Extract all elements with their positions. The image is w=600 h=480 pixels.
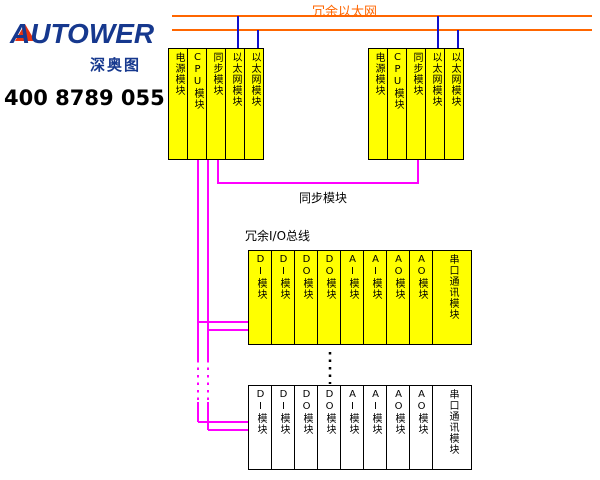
io-rack-top: DI模块 DI模块 DO模块 DO模块 AI模块 AI模块 AO模块 AO模块 … bbox=[248, 250, 472, 345]
module-serial-comm: 串口通讯模块 bbox=[432, 250, 472, 345]
module-label: 同步模块 bbox=[411, 52, 422, 96]
controller-rack-left: 电源模块 CPU模块 同步模块 以太网模块 以太网模块 bbox=[168, 48, 264, 160]
brand-subname: 深奥图 bbox=[90, 56, 142, 74]
module-label: 电源模块 bbox=[173, 52, 184, 96]
module-label: CPU模块 bbox=[192, 52, 203, 110]
module-label: DI模块 bbox=[255, 389, 266, 435]
module-label: 同步模块 bbox=[211, 52, 222, 96]
module-di-1: DI模块 bbox=[248, 385, 272, 470]
module-ai-2: AI模块 bbox=[363, 250, 387, 345]
module-serial-comm: 串口通讯模块 bbox=[432, 385, 472, 470]
autower-logo: AUTOWER 深奥图 bbox=[6, 10, 166, 80]
module-do-1: DO模块 bbox=[294, 250, 318, 345]
module-label: 以太网模块 bbox=[430, 52, 441, 107]
module-label: AI模块 bbox=[347, 389, 358, 435]
module-ao-2: AO模块 bbox=[409, 250, 433, 345]
label-redundant-io-bus: 冗余I/O总线 bbox=[245, 229, 311, 243]
module-cpu-right: CPU模块 bbox=[387, 48, 407, 160]
controller-rack-right: 电源模块 CPU模块 同步模块 以太网模块 以太网模块 bbox=[368, 48, 464, 160]
module-power-right: 电源模块 bbox=[368, 48, 388, 160]
module-label: AI模块 bbox=[370, 254, 381, 300]
module-ao-1: AO模块 bbox=[386, 250, 410, 345]
module-sync-left: 同步模块 bbox=[206, 48, 226, 160]
module-do-2: DO模块 bbox=[317, 385, 341, 470]
module-label: DO模块 bbox=[324, 389, 335, 435]
module-label: AO模块 bbox=[416, 254, 427, 300]
module-label: CPU模块 bbox=[392, 52, 403, 110]
module-ethernet-left-2: 以太网模块 bbox=[244, 48, 264, 160]
module-label: AO模块 bbox=[416, 389, 427, 435]
module-label: 串口通讯模块 bbox=[447, 254, 458, 320]
module-ai-1: AI模块 bbox=[340, 250, 364, 345]
module-label: 以太网模块 bbox=[449, 52, 460, 107]
phone-number: 400 8789 055 bbox=[4, 86, 165, 110]
module-label: AI模块 bbox=[347, 254, 358, 300]
module-ao-1: AO模块 bbox=[386, 385, 410, 470]
module-ethernet-left-1: 以太网模块 bbox=[225, 48, 245, 160]
sync-link-line bbox=[217, 160, 419, 184]
module-label: DI模块 bbox=[278, 389, 289, 435]
label-redundant-ethernet: 冗余以太网 bbox=[312, 5, 378, 20]
module-label: DO模块 bbox=[324, 254, 335, 300]
module-power-left: 电源模块 bbox=[168, 48, 188, 160]
module-label: DI模块 bbox=[278, 254, 289, 300]
logo-accent-triangle-icon bbox=[15, 24, 35, 41]
module-label: 串口通讯模块 bbox=[447, 389, 458, 455]
module-ethernet-right-1: 以太网模块 bbox=[425, 48, 445, 160]
module-label: DO模块 bbox=[301, 389, 312, 435]
module-do-1: DO模块 bbox=[294, 385, 318, 470]
module-label: AO模块 bbox=[393, 254, 404, 300]
module-do-2: DO模块 bbox=[317, 250, 341, 345]
module-label: AO模块 bbox=[393, 389, 404, 435]
brand-name: AUTOWER bbox=[10, 18, 155, 49]
module-di-2: DI模块 bbox=[271, 250, 295, 345]
module-label: AI模块 bbox=[370, 389, 381, 435]
module-label: DO模块 bbox=[301, 254, 312, 300]
module-ao-2: AO模块 bbox=[409, 385, 433, 470]
module-ai-2: AI模块 bbox=[363, 385, 387, 470]
module-cpu-left: CPU模块 bbox=[187, 48, 207, 160]
module-label: 以太网模块 bbox=[249, 52, 260, 107]
module-ethernet-right-2: 以太网模块 bbox=[444, 48, 464, 160]
module-sync-right: 同步模块 bbox=[406, 48, 426, 160]
module-di-1: DI模块 bbox=[248, 250, 272, 345]
module-ai-1: AI模块 bbox=[340, 385, 364, 470]
module-label: 电源模块 bbox=[373, 52, 384, 96]
io-rack-bottom: DI模块 DI模块 DO模块 DO模块 AI模块 AI模块 AO模块 AO模块 … bbox=[248, 385, 472, 470]
label-sync-module-link: 同步模块 bbox=[299, 191, 348, 205]
module-label: DI模块 bbox=[255, 254, 266, 300]
module-label: 以太网模块 bbox=[230, 52, 241, 107]
module-di-2: DI模块 bbox=[271, 385, 295, 470]
